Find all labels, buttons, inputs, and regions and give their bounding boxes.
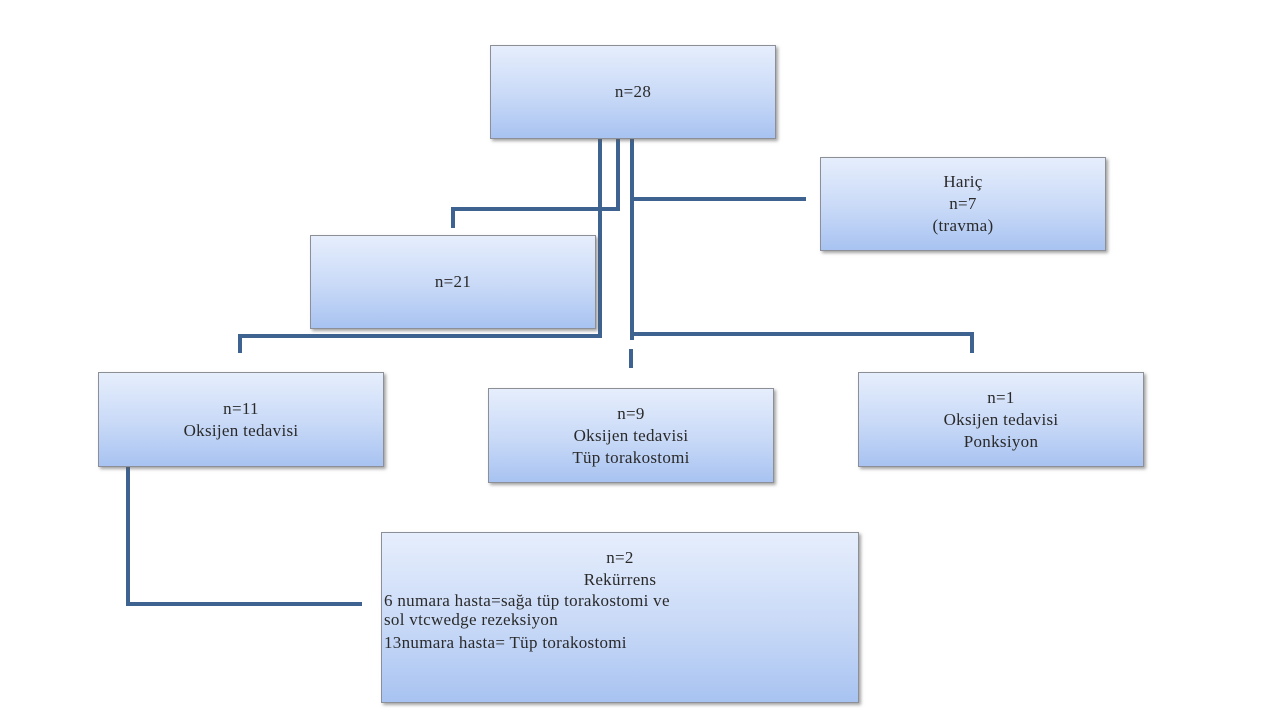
node-recurrence-count: n=2: [606, 548, 634, 567]
node-included-patients: n=21: [310, 235, 596, 329]
node-oxygen-count: n=11: [223, 398, 259, 418]
node-tube-count: n=9: [617, 403, 645, 423]
node-puncture-count: n=1: [987, 387, 1015, 407]
node-excluded-title: Hariç: [943, 172, 983, 191]
connector-total-to-included: [451, 138, 620, 228]
node-total-count: n=28: [614, 82, 652, 101]
node-recurrence-patient-6-line-1: 6 numara hasta=sağa tüp torakostomi ve: [384, 591, 670, 610]
node-oxygen-treatment: Oksijen tedavisi: [183, 420, 299, 440]
node-puncture-treatment-2: Ponksiyon: [963, 431, 1039, 451]
node-tube-treatment-1: Oksijen tedavisi: [573, 425, 689, 445]
node-total-patients: n=28: [490, 45, 776, 139]
connector-oxygen-to-recurrence: [126, 466, 362, 606]
node-recurrence-patient-6-line-2: sol vtcwedge rezeksiyon: [384, 610, 559, 629]
connector-total-to-oxygen: [238, 138, 602, 353]
node-recurrence-patient-13: 13numara hasta= Tüp torakostomi: [384, 633, 627, 652]
node-recurrence-title: Rekürrens: [583, 570, 657, 589]
node-excluded-reason: (travma): [932, 216, 994, 235]
node-puncture-treatment-1: Oksijen tedavisi: [943, 409, 1059, 429]
node-oxygen-therapy: n=11 Oksijen tedavisi: [98, 372, 384, 467]
node-tube-treatment-2: Tüp torakostomi: [572, 447, 690, 467]
node-excluded-count: n=7: [949, 194, 977, 213]
node-puncture: n=1 Oksijen tedavisi Ponksiyon: [858, 372, 1144, 467]
node-excluded-patients: Hariç n=7 (travma): [820, 157, 1106, 251]
node-recurrence: n=2 Rekürrens 6 numara hasta=sağa tüp to…: [381, 532, 859, 703]
connector-total-to-puncture: [632, 332, 974, 353]
node-included-count: n=21: [434, 272, 472, 291]
node-tube-thoracostomy: n=9 Oksijen tedavisi Tüp torakostomi: [488, 388, 774, 483]
